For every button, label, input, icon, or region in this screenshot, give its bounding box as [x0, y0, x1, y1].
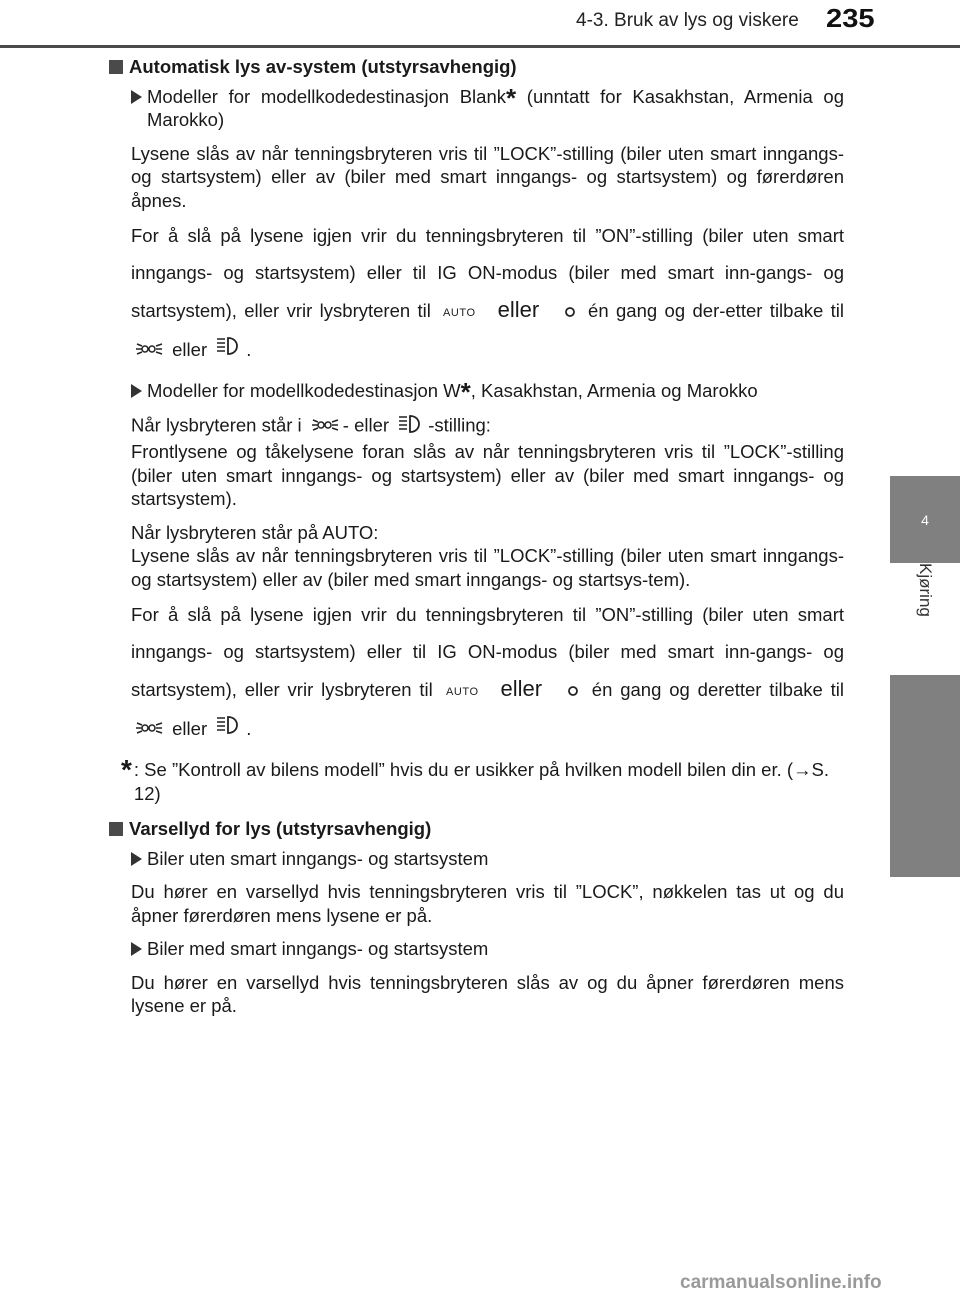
- svg-text:AUTO: AUTO: [443, 307, 475, 319]
- bullet-text: Modeller for modellkodedestinasjon Blank: [147, 85, 506, 107]
- bullet-smart-entry: Biler med smart inngangs- og startsystem: [131, 937, 844, 961]
- eller-text: eller: [172, 338, 208, 360]
- paragraph-text: Når lysbryteren står i: [131, 414, 302, 436]
- page-number: 235: [826, 3, 875, 33]
- period: .: [246, 338, 252, 360]
- chapter-side-bar: [890, 675, 960, 877]
- asterisk: *: [506, 82, 517, 113]
- eller-text: eller: [172, 717, 208, 739]
- paragraph-text: - eller: [342, 414, 390, 436]
- chapter-label: Kjøring: [916, 563, 935, 617]
- eller-text: eller: [497, 297, 540, 322]
- tail-light-icon: [135, 332, 163, 369]
- triangle-bullet-icon: [131, 942, 142, 957]
- section-heading-warning: Varsellyd for lys (utstyrsavhengig): [109, 817, 844, 841]
- model-bullet-blank: Modeller for modellkodedestinasjon Blank…: [131, 85, 844, 132]
- auto-icon: AUTO: [442, 294, 476, 331]
- paragraph-text: For å slå på lysene igjen vrir du tennin…: [131, 604, 844, 701]
- watermark[interactable]: carmanualsonline.info: [680, 1272, 882, 1293]
- triangle-bullet-icon: [131, 384, 142, 399]
- paragraph-text: Når lysbryteren står på AUTO:: [131, 521, 379, 543]
- bullet-no-smart-entry: Biler uten smart inngangs- og startsyste…: [131, 847, 844, 871]
- auto-icon: AUTO: [445, 673, 479, 710]
- bullet-text: , Kasakhstan, Armenia og Marokko: [470, 380, 758, 402]
- triangle-bullet-icon: [131, 89, 142, 104]
- bullet-text: Modeller for modellkodedestinasjon W: [147, 380, 461, 402]
- bullet-text: Biler uten smart inngangs- og startsyste…: [147, 847, 489, 869]
- paragraph-auto: Når lysbryteren står på AUTO: Lysene slå…: [131, 521, 844, 592]
- paragraph: Du hører en varsellyd hvis tenningsbryte…: [131, 881, 844, 926]
- paragraph-with-icons: For å slå på lysene igjen vrir du tennin…: [131, 217, 844, 369]
- tail-light-icon: [135, 711, 163, 748]
- triangle-bullet-icon: [131, 851, 142, 866]
- period: .: [246, 717, 252, 739]
- paragraph-text: -stilling:: [428, 414, 491, 436]
- section-heading-auto-off: Automatisk lys av-system (utstyrsavhengi…: [109, 55, 844, 79]
- paragraph-text: én gang og der-etter tilbake til: [588, 300, 845, 321]
- tail-light-icon: [311, 415, 339, 439]
- heading-text: Varsellyd for lys (utstyrsavhengig): [129, 818, 432, 840]
- headlight-icon: [398, 413, 424, 441]
- headlight-icon: [216, 711, 242, 748]
- headlight-icon: [216, 332, 242, 369]
- paragraph: Lysene slås av når tenningsbryteren vris…: [131, 142, 844, 211]
- chapter-number: 4: [921, 511, 929, 528]
- off-circle-icon: [563, 294, 577, 331]
- off-circle-icon: [566, 673, 580, 710]
- svg-text:AUTO: AUTO: [446, 686, 478, 698]
- asterisk: *: [460, 377, 471, 408]
- paragraph-text: Lysene slås av når tenningsbryteren vris…: [131, 545, 844, 590]
- header-rule: [0, 45, 960, 48]
- asterisk: *: [121, 754, 132, 786]
- footnote: * : Se ”Kontroll av bilens modell” hvis …: [121, 754, 844, 805]
- paragraph-text: For å slå på lysene igjen vrir du tennin…: [131, 225, 844, 321]
- chapter-tab[interactable]: 4: [890, 476, 960, 563]
- square-bullet-icon: [109, 59, 123, 74]
- model-bullet-w: Modeller for modellkodedestinasjon W*, K…: [131, 379, 844, 405]
- paragraph: Du hører en varsellyd hvis tenningsbryte…: [131, 971, 844, 1017]
- bullet-text: Biler med smart inngangs- og startsystem: [147, 938, 489, 960]
- paragraph-with-icons: For å slå på lysene igjen vrir du tennin…: [131, 596, 844, 748]
- chapter-label-box: Kjøring: [890, 563, 960, 675]
- eller-text: eller: [500, 676, 543, 702]
- footnote-text: : Se ”Kontroll av bilens modell” hvis du…: [133, 759, 830, 804]
- bullet-text: (unntatt for Kasakhstan, Armenia og Maro…: [147, 85, 844, 131]
- paragraph-text: én gang og deretter tilbake til: [591, 679, 844, 701]
- page-content: Automatisk lys av-system (utstyrsavhengi…: [109, 55, 844, 1028]
- header-section-title: 4-3. Bruk av lys og viskere: [576, 10, 799, 31]
- paragraph-text: Frontlysene og tåkelysene foran slås av …: [131, 441, 844, 510]
- paragraph-light-switch: Når lysbryteren står i - eller -stilling…: [131, 413, 844, 511]
- square-bullet-icon: [109, 822, 123, 837]
- heading-text: Automatisk lys av-system (utstyrsavhengi…: [129, 56, 517, 77]
